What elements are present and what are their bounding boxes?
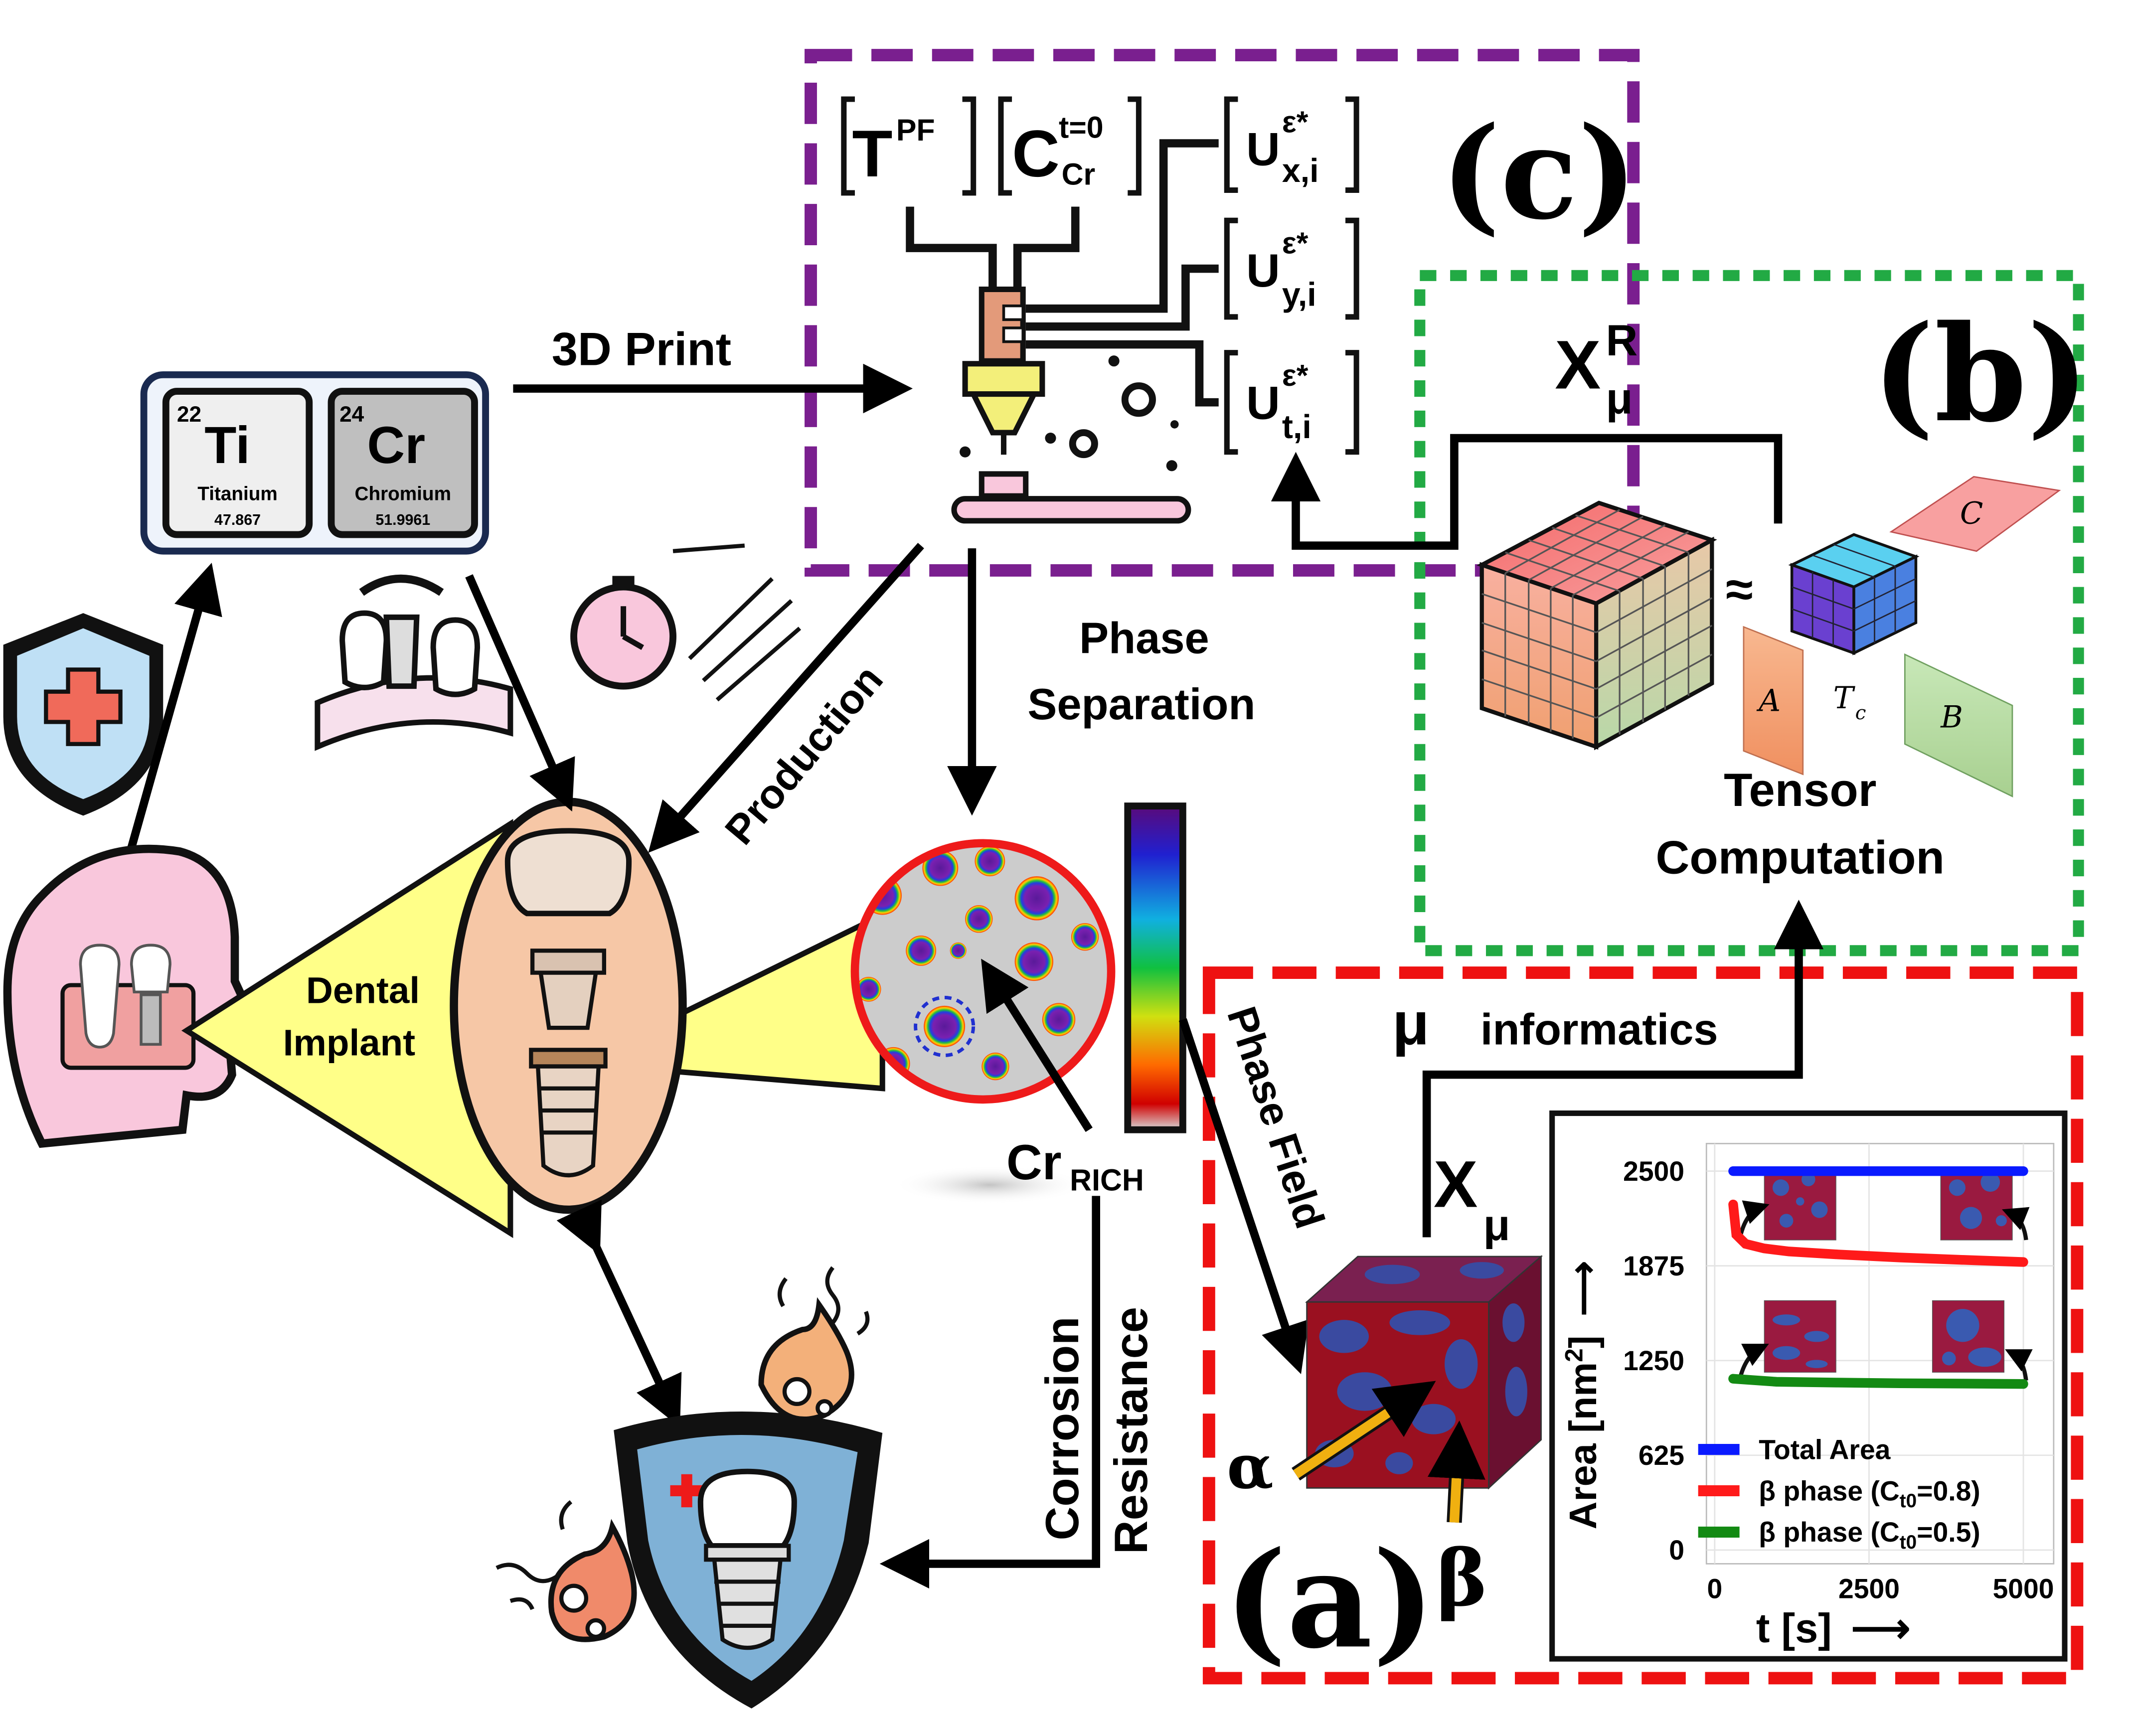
matrix-u-x: U ε* x,i: [1224, 96, 1359, 193]
svg-text:Cr: Cr: [1062, 157, 1096, 191]
label-x-mu-sub: μ: [1483, 1200, 1510, 1250]
phase-field-cube: [1305, 1255, 1543, 1490]
cr-card: [328, 388, 478, 538]
svg-text:U: U: [1246, 244, 1280, 297]
matrix-u-t: U ε* t,i: [1224, 350, 1359, 455]
factor-matrix-a: [1743, 626, 1804, 776]
legend-label: Total Area: [1759, 1434, 1891, 1465]
health-shield-icon: [3, 613, 164, 816]
label-production: Production: [716, 656, 891, 853]
denture-icon: [315, 574, 513, 751]
label-mu: μ: [1392, 989, 1429, 1057]
stopwatch-icon: [570, 543, 802, 702]
svg-text:ε*: ε*: [1282, 358, 1309, 392]
tensor-tc-label: T: [1833, 681, 1856, 716]
cr-number: 24: [339, 402, 364, 427]
label-separation: Separation: [1027, 679, 1255, 729]
tensor-a-label: A: [1756, 683, 1781, 718]
panel-a-border: [1202, 966, 2084, 1685]
label-computation: Computation: [1656, 831, 1945, 884]
label-corrosion: Corrosion: [1036, 1317, 1088, 1541]
label-alpha: α: [1227, 1431, 1274, 1502]
svg-text:ε*: ε*: [1282, 226, 1309, 260]
factor-matrix-c: [1889, 475, 2061, 552]
element-cards: 22 Ti Titanium 47.867 24 Cr Chromium 51.…: [140, 371, 490, 555]
bacteria-icon-top: [758, 1266, 870, 1422]
svg-text:x,i: x,i: [1282, 153, 1319, 189]
ti-number: 22: [177, 402, 201, 427]
colorbar: [1124, 802, 1186, 1133]
x-tick-label: 0: [1707, 1574, 1722, 1604]
ti-symbol: Ti: [204, 416, 250, 474]
tensor-c-label: C: [1960, 496, 1983, 531]
svg-text:U: U: [1246, 376, 1280, 429]
series-line-1: [1728, 1199, 2028, 1267]
patient-head-icon: [3, 844, 257, 1148]
tensor-b-label: B: [1940, 700, 1963, 735]
label-beta: β: [1436, 1533, 1487, 1623]
svg-text:U: U: [1246, 123, 1280, 175]
svg-text:t,i: t,i: [1282, 409, 1311, 446]
label-cr-rich: Cr: [1006, 1135, 1062, 1190]
3d-printer-icon: [951, 286, 1191, 524]
ti-name: Titanium: [197, 483, 278, 504]
bacteria-icon-bottom: [495, 1500, 637, 1642]
matrix-u-y: U ε* y,i: [1224, 217, 1359, 320]
chart-y-label: Area [nm2]⟶: [1560, 1261, 1605, 1530]
legend-label: β phase (Ct0=0.8): [1759, 1475, 1980, 1512]
tensor-tc-sub: c: [1855, 702, 1866, 724]
label-phase-field: Phase Field: [1218, 1001, 1333, 1234]
label-tensor: Tensor: [1724, 764, 1876, 816]
svg-text:C: C: [1012, 117, 1060, 191]
svg-text:t=0: t=0: [1059, 110, 1104, 144]
core-tensor-cube: [1788, 533, 1920, 655]
matrix-c-cr: C t=0 Cr: [998, 96, 1142, 196]
legend-label: β phase (Ct0=0.5): [1759, 1517, 1980, 1553]
y-tick-label: 625: [1638, 1440, 1684, 1471]
svg-text:y,i: y,i: [1282, 277, 1316, 314]
y-tick-label: 1250: [1623, 1345, 1684, 1376]
protected-implant-shield-icon: [614, 1411, 883, 1709]
label-3d-print: 3D Print: [552, 323, 731, 375]
svg-text:T: T: [852, 117, 892, 191]
svg-text:ε*: ε*: [1282, 105, 1309, 139]
label-resistance: Resistance: [1105, 1307, 1157, 1554]
label-cr-rich-sub: RICH: [1070, 1163, 1144, 1197]
y-tick-label: 2500: [1623, 1156, 1684, 1187]
matrix-tpf: T PF: [841, 96, 977, 196]
chart-insets: [1737, 1168, 2033, 1381]
svg-text:PF: PF: [896, 113, 935, 147]
x-tick-label: 2500: [1838, 1574, 1900, 1604]
panel-a-label: (a): [1224, 1522, 1435, 1678]
implant-icon: [504, 828, 632, 1177]
cr-mass: 51.9961: [375, 511, 430, 528]
x-tick-label: 5000: [1993, 1574, 2054, 1604]
ti-card: [162, 388, 313, 538]
area-chart: 0 625 1250 1875 2500 0 2500 5000 Total Area β ph…: [1560, 1142, 2055, 1651]
cr-name: Chromium: [355, 483, 451, 504]
label-informatics: informatics: [1480, 1004, 1718, 1054]
label-phase: Phase: [1079, 613, 1209, 662]
label-xr: X: [1555, 327, 1601, 404]
factor-matrix-b: [1904, 653, 2013, 797]
y-tick-label: 0: [1669, 1535, 1684, 1566]
chart-x-label: t [s]⟶: [1756, 1605, 1911, 1651]
large-tensor-cube: [1476, 500, 1717, 751]
ti-mass: 47.867: [214, 511, 261, 528]
label-xr-sub: μ: [1606, 373, 1633, 423]
cr-symbol: Cr: [367, 416, 425, 474]
label-x-mu: X: [1434, 1148, 1478, 1222]
microstructure-circle: [850, 839, 1116, 1104]
y-tick-label: 1875: [1623, 1251, 1684, 1281]
label-dental: Dental: [306, 969, 420, 1011]
approx-symbol: ≈: [1726, 562, 1753, 617]
panel-c-label: (c): [1441, 99, 1638, 248]
panel-b-label: (b): [1872, 296, 2090, 452]
label-implant: Implant: [283, 1021, 415, 1063]
label-xr-sup: R: [1606, 316, 1638, 365]
series-line-2: [1728, 1374, 2028, 1389]
